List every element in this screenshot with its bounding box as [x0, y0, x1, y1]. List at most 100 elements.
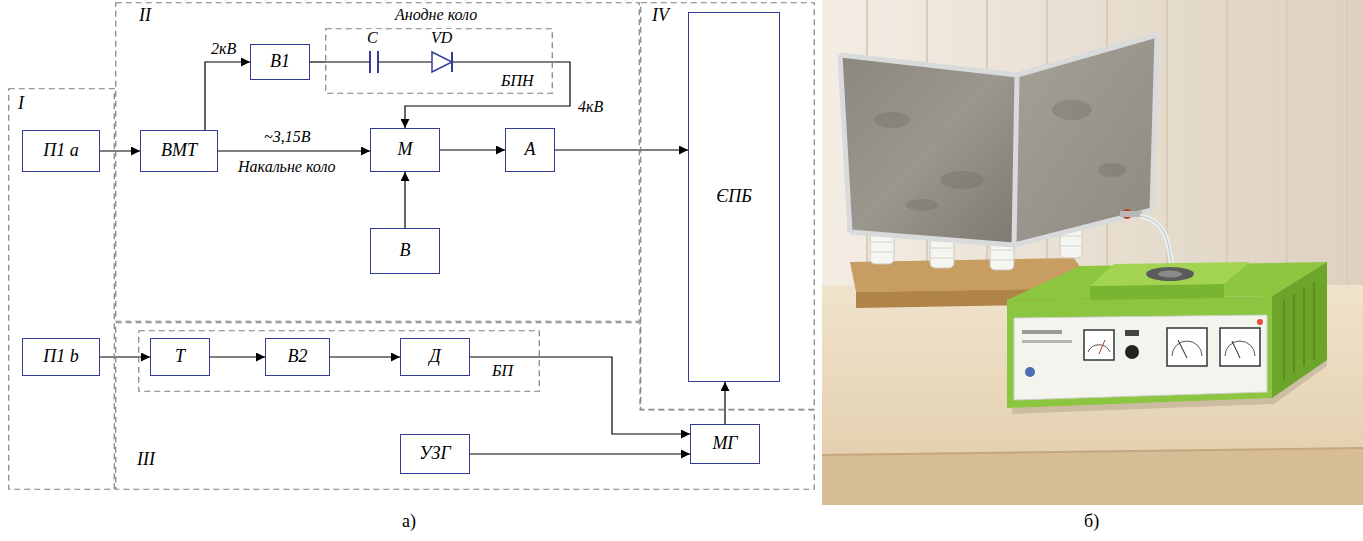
block-box: П1 a	[22, 130, 100, 172]
photo-illustration	[1014, 75, 1017, 245]
photo-illustration	[822, 448, 1363, 505]
photo-illustration	[1346, 0, 1348, 290]
block-label: В2	[288, 347, 308, 367]
photo-illustration	[1286, 0, 1288, 290]
block-box: Т	[150, 338, 210, 376]
photo-illustration	[1022, 330, 1062, 334]
signal-connector	[210, 356, 265, 357]
block-label: УЗГ	[419, 444, 450, 464]
photo-illustration	[1178, 340, 1187, 358]
photo-illustration	[840, 55, 1017, 245]
photo-illustration	[1172, 341, 1202, 356]
block-box: Д	[400, 338, 470, 376]
photo-illustration	[1220, 328, 1260, 366]
photo-illustration	[1014, 315, 1267, 400]
signal-connector	[724, 382, 725, 424]
voltage-label: 4кВ	[576, 98, 605, 116]
photo-illustration	[1283, 300, 1285, 380]
block-label: ЄПБ	[716, 187, 752, 207]
block-box: А	[505, 128, 555, 172]
photo-illustration	[990, 260, 1014, 261]
photo-illustration	[874, 112, 910, 128]
photo-illustration	[822, 0, 1363, 300]
region-label: IV	[652, 6, 669, 26]
region-label: I	[18, 94, 24, 114]
photo-illustration	[1272, 262, 1327, 398]
photo-illustration	[1313, 282, 1315, 360]
photo-illustration	[1090, 262, 1250, 286]
photo-illustration	[1257, 319, 1263, 325]
photo-illustration	[1284, 282, 1314, 380]
photo-illustration	[1084, 330, 1114, 360]
block-label: П1 a	[43, 141, 79, 161]
voltage-label: 2кВ	[209, 40, 238, 58]
photo-illustration	[930, 258, 954, 259]
photo-illustration	[1167, 328, 1207, 366]
photo-illustration	[822, 0, 1363, 505]
block-label: П1 b	[43, 347, 79, 367]
diode-symbol	[432, 52, 452, 72]
signal-connector	[470, 357, 690, 434]
photo-illustration	[1146, 267, 1194, 281]
region-label: II	[139, 6, 151, 26]
signal-connector	[330, 356, 400, 357]
photo-illustration	[990, 250, 1014, 251]
region-label: Анодне коло	[395, 6, 477, 24]
photo-illustration	[1225, 341, 1255, 356]
block-box: В	[370, 228, 440, 274]
component-symbol-label: C	[365, 29, 380, 47]
photo-illustration	[1088, 345, 1110, 352]
capacitor-symbol	[377, 51, 379, 73]
anode-wire	[325, 61, 370, 62]
signal-connector	[440, 149, 505, 150]
region-label: БПН	[501, 72, 534, 90]
photo-illustration	[1060, 236, 1082, 237]
photo-illustration	[870, 252, 894, 253]
signal-connector	[405, 62, 570, 128]
block-box: В1	[250, 44, 310, 80]
dashed-outline	[116, 3, 640, 322]
photo-illustration	[1025, 367, 1035, 377]
photo-illustration	[1125, 330, 1139, 336]
block-label: А	[525, 140, 536, 160]
diode-symbol	[451, 52, 453, 72]
photo-illustration	[840, 35, 1157, 245]
photo-illustration	[850, 210, 1152, 245]
dashed-region: I П1 a П1 b	[8, 88, 115, 490]
panel-caption: б)	[1082, 512, 1101, 532]
photo-illustration	[874, 100, 1126, 211]
photo-illustration	[1060, 246, 1082, 247]
photo-illustration	[930, 238, 954, 268]
dashed-region: БПТВ2Д	[138, 330, 540, 392]
photo-illustration	[940, 171, 984, 189]
component-symbol-label: VD	[429, 29, 454, 47]
circuit-label: Накальне коло	[236, 158, 338, 176]
block-box: УЗГ	[400, 434, 470, 474]
dashed-region: IV ЄПБ	[640, 2, 815, 410]
block-box: МГ	[690, 424, 760, 464]
block-label: ВМТ	[161, 141, 197, 161]
photo-illustration	[840, 55, 850, 232]
region-label: III	[137, 450, 155, 470]
block-box: ЄПБ	[688, 12, 780, 382]
photo-illustration	[1099, 340, 1105, 354]
signal-connector	[100, 150, 140, 151]
photo-illustration	[870, 242, 894, 243]
anode-wire	[378, 61, 432, 62]
voltage-label: ~3,15В	[262, 128, 312, 146]
capacitor-symbol	[370, 51, 378, 73]
photo-illustration	[1125, 345, 1139, 359]
block-label: В1	[270, 52, 290, 72]
photo-illustration	[1007, 296, 1272, 408]
block-box: П1 b	[22, 338, 100, 376]
block-box: ВМТ	[140, 130, 218, 172]
dashed-outline	[116, 323, 815, 490]
photo-illustration	[906, 199, 938, 211]
photo-illustration	[1303, 288, 1305, 366]
block-label: Д	[429, 347, 440, 367]
block-box: М	[370, 128, 440, 172]
signal-connector	[100, 356, 150, 357]
